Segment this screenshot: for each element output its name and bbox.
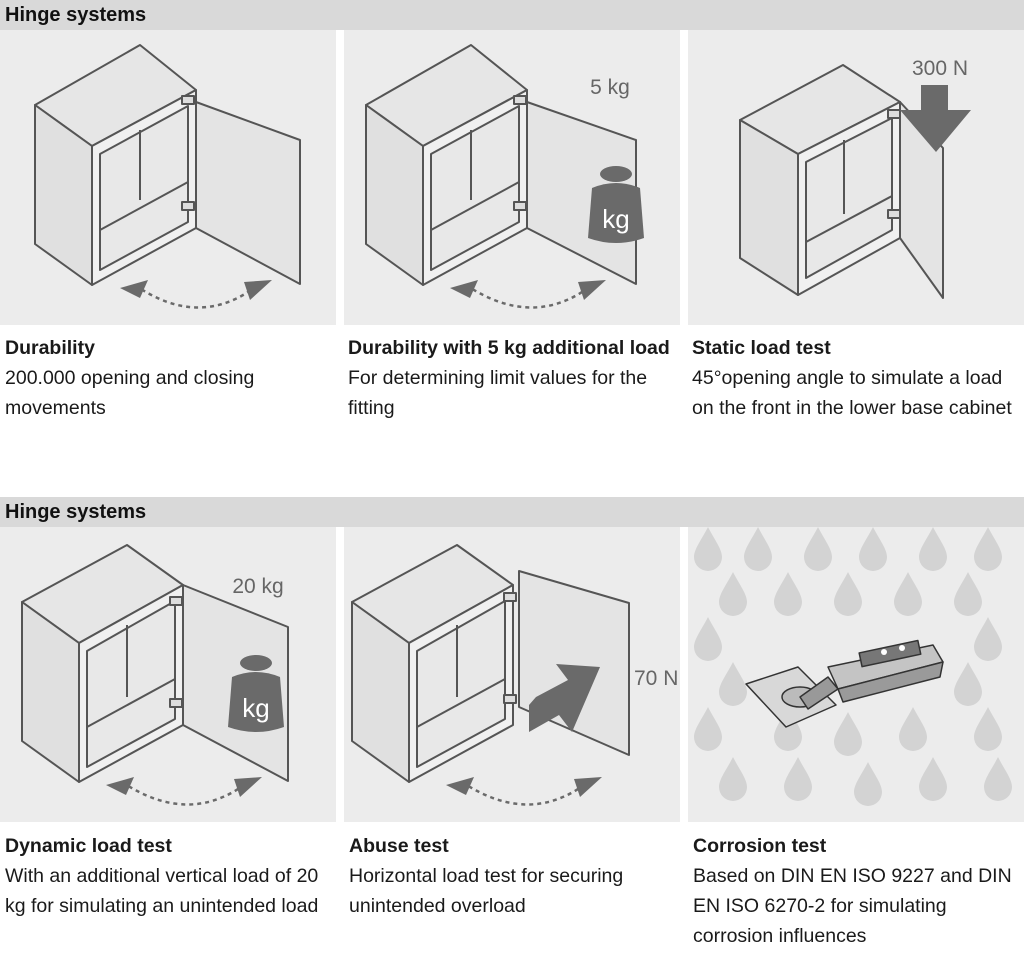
test-description: Horizontal load test for securing uninte… [349, 865, 624, 917]
caption-corrosion-test: Corrosion test Based on DIN EN ISO 9227 … [693, 831, 1023, 951]
corrosion-test-illustration [688, 527, 1024, 822]
cabinet-icon: kg 20 kg [21, 544, 289, 806]
load-label: 70 N [634, 667, 678, 690]
section-header-2: Hinge systems [0, 497, 1024, 527]
caption-static-load: Static load test 45°opening angle to sim… [692, 333, 1022, 423]
test-description: 45°opening angle to simulate a load on t… [692, 367, 1012, 419]
load-label: 300 N [912, 57, 968, 80]
test-description: Based on DIN EN ISO 9227 and DIN EN ISO … [693, 865, 1012, 947]
cabinet-icon: 70 N [351, 544, 678, 806]
test-description: 200.000 opening and closing movements [5, 367, 255, 419]
test-title: Corrosion test [693, 835, 827, 857]
cabinet-icon [34, 44, 301, 309]
load-label: 20 kg [232, 575, 283, 598]
weight-icon: kg [588, 166, 644, 243]
caption-dynamic-load: Dynamic load test With an additional ver… [5, 831, 335, 921]
hinge-icon [745, 639, 944, 728]
durability-5kg-illustration: kg 5 kg [344, 30, 680, 325]
cabinet-icon: 300 N [739, 57, 971, 299]
test-title: Durability with 5 kg additional load [348, 337, 670, 359]
load-label: 5 kg [590, 76, 630, 99]
dynamic-load-illustration: kg 20 kg [0, 527, 336, 822]
abuse-test-illustration: 70 N [344, 527, 680, 822]
weight-icon: kg [228, 655, 284, 732]
static-load-illustration: 300 N [688, 30, 1024, 325]
double-arrow-icon [106, 777, 262, 806]
test-title: Dynamic load test [5, 835, 172, 857]
caption-durability-5kg: Durability with 5 kg additional load For… [348, 333, 678, 423]
double-arrow-icon [446, 777, 602, 806]
test-title: Static load test [692, 337, 831, 359]
test-description: With an additional vertical load of 20 k… [5, 865, 319, 917]
test-description: For determining limit values for the fit… [348, 367, 648, 419]
section-header-1: Hinge systems [0, 0, 1024, 30]
weight-label: kg [242, 693, 269, 723]
water-drop-pattern [694, 527, 1012, 806]
test-title: Durability [5, 337, 95, 359]
caption-abuse-test: Abuse test Horizontal load test for secu… [349, 831, 679, 921]
test-title: Abuse test [349, 835, 449, 857]
cabinet-icon: kg 5 kg [365, 44, 644, 309]
weight-label: kg [602, 204, 629, 234]
double-arrow-icon [450, 280, 606, 309]
durability-illustration [0, 30, 336, 325]
caption-durability: Durability 200.000 opening and closing m… [5, 333, 335, 423]
double-arrow-icon [120, 280, 272, 309]
push-arrow-icon [529, 664, 600, 732]
down-arrow-icon [900, 85, 971, 152]
